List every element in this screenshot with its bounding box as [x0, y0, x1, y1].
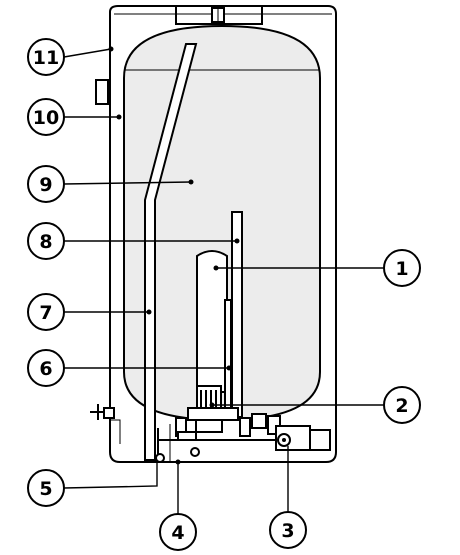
svg-text:4: 4 [171, 522, 184, 544]
leader-11 [63, 48, 112, 58]
thermostat-knob [95, 79, 109, 105]
svg-text:11: 11 [33, 47, 59, 69]
cold-water-pipe [144, 43, 198, 461]
bottom-fittings [155, 413, 281, 463]
callout-4: 4 [159, 513, 197, 551]
svg-text:9: 9 [39, 174, 52, 196]
svg-text:10: 10 [33, 107, 59, 129]
leader-9 [63, 181, 192, 185]
svg-text:5: 5 [39, 478, 52, 500]
svg-text:2: 2 [395, 395, 408, 417]
callout-10: 10 [27, 98, 65, 136]
element-flange [187, 407, 239, 421]
callout-7: 7 [27, 293, 65, 331]
callout-6: 6 [27, 349, 65, 387]
callout-2: 2 [383, 386, 421, 424]
svg-text:1: 1 [395, 258, 408, 280]
svg-text:3: 3 [281, 520, 294, 542]
callout-1: 1 [383, 249, 421, 287]
callout-5: 5 [27, 469, 65, 507]
svg-text:7: 7 [39, 302, 52, 324]
callout-3: 3 [269, 511, 307, 549]
relief-valve [90, 404, 115, 420]
svg-text:6: 6 [39, 358, 52, 380]
callout-8: 8 [27, 222, 65, 260]
sensor-tube [224, 299, 232, 411]
callout-9: 9 [27, 165, 65, 203]
top-bracket [175, 6, 263, 25]
leader-5 [63, 462, 158, 489]
anode-rod [196, 250, 228, 393]
svg-text:8: 8 [39, 231, 52, 253]
callout-11: 11 [27, 38, 65, 76]
